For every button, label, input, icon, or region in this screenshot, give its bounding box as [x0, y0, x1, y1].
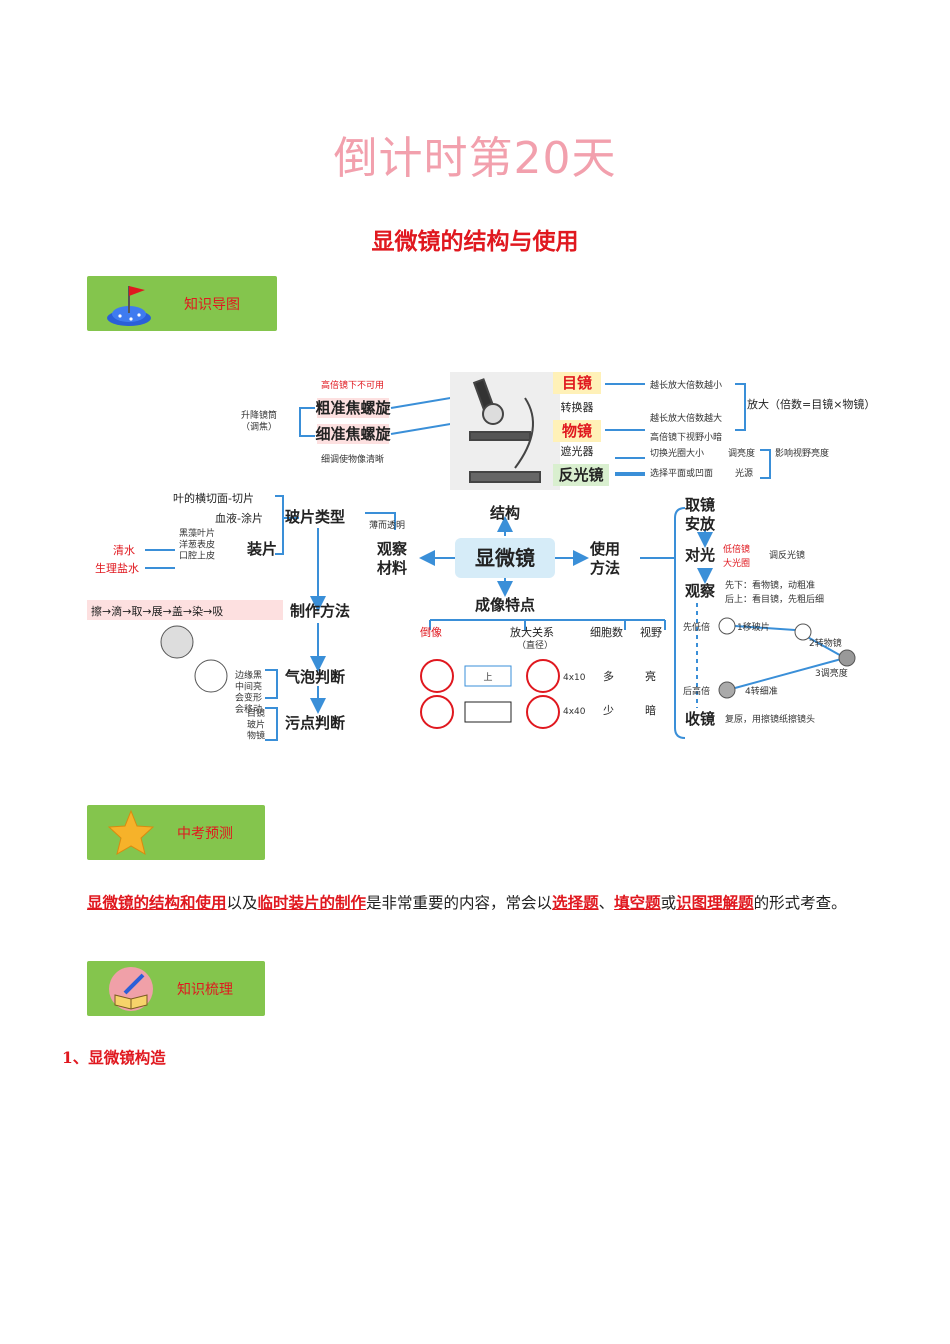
- mm-imaging: 成像特点: [475, 596, 535, 614]
- mm-store-note: 复原，用擦镜纸擦镜头: [725, 713, 815, 725]
- mm-material: 观察材料: [377, 540, 408, 577]
- mm-bubble-note: 边缘黑中间亮会变形会移动: [235, 669, 262, 715]
- mm-fine: 细准焦螺旋: [315, 425, 391, 443]
- mm-bright: 亮: [645, 669, 656, 683]
- mm-saline: 生理盐水: [95, 561, 139, 575]
- para-text: 的形式考查。: [753, 894, 847, 912]
- hl-fill: 填空题: [614, 893, 661, 912]
- para-text: 或: [660, 894, 677, 912]
- mm-m10: 4x10: [563, 673, 586, 683]
- mm-mirror: 反光镜: [558, 466, 603, 484]
- mm-obj-note: 越长放大倍数越大: [650, 412, 722, 424]
- mm-obs1: 先下：看物镜，动粗准: [725, 579, 815, 591]
- mm-light: 光源: [735, 467, 753, 479]
- section-forecast-label: 中考预测: [177, 825, 233, 842]
- mm-few: 少: [603, 704, 614, 717]
- mm-view: 视野: [640, 625, 662, 639]
- section-forecast-banner: 中考预测: [87, 805, 265, 860]
- mm-high-power-note: 高倍镜下不可用: [321, 379, 384, 391]
- mm-mount: 装片: [246, 540, 277, 558]
- mm-store: 收镜: [685, 710, 715, 728]
- mm-big: 大光圈: [723, 557, 750, 569]
- mm-bubble: 气泡判断: [284, 668, 345, 686]
- mm-magnify: 放大（倍数=目镜×物镜）: [747, 397, 875, 411]
- para-text: 、: [598, 894, 615, 912]
- section-map-banner: 知识导图: [87, 276, 277, 331]
- mm-observe: 观察: [685, 582, 716, 600]
- mm-thin: 薄而透明: [369, 519, 405, 531]
- mm-diaphragm: 遮光器: [561, 444, 594, 458]
- countdown-title: 倒计时第20天: [333, 133, 617, 184]
- para-text: 是非常重要的内容，常会以: [366, 894, 553, 912]
- mm-move-slide: 1移玻片: [737, 621, 770, 633]
- mm-magrel-note: （直径）: [517, 639, 553, 651]
- flag-icon: [107, 286, 151, 326]
- mm-section-slice: 叶的横切面-切片: [173, 491, 254, 505]
- mm-switch-aperture: 切换光圈大小: [650, 447, 704, 459]
- mm-fine-adj: 4转细准: [745, 685, 778, 697]
- mm-cellcount: 细胞数: [590, 626, 623, 639]
- mm-dirt: 污点判断: [285, 714, 345, 732]
- star-icon: [107, 809, 155, 856]
- mm-low: 低倍镜: [723, 543, 750, 555]
- mm-obs2: 后上：看目镜，先粗后细: [725, 593, 824, 605]
- mm-up: 上: [483, 672, 492, 683]
- hl-temp-mount: 临时装片的制作: [257, 893, 367, 912]
- mm-adjust-light: 3调亮度: [815, 667, 848, 679]
- section-review-banner: 知识梳理: [87, 961, 265, 1016]
- mm-m40: 4x40: [563, 707, 586, 717]
- mm-eye-note: 越长放大倍数越小: [650, 379, 722, 391]
- mm-smear: 血液-涂片: [215, 511, 263, 525]
- mm-align: 对光: [685, 546, 715, 564]
- hl-figure: 识图理解题: [676, 893, 754, 912]
- mm-eyepiece: 目镜: [562, 374, 592, 392]
- section-map-label: 知识导图: [184, 296, 240, 313]
- para-text: 以及: [226, 894, 258, 912]
- mm-make: 制作方法: [290, 602, 350, 620]
- mm-turn-obj: 2转物镜: [809, 637, 842, 649]
- mm-usage: 使用方法: [589, 540, 620, 577]
- hl-choice: 选择题: [552, 893, 599, 912]
- mm-dirt-items: 目镜玻片物镜: [247, 707, 265, 742]
- mm-mirror-note: 选择平面或凹面: [650, 467, 713, 479]
- heading-structure: 1、显微镜构造: [62, 1048, 166, 1067]
- mm-affect: 影响视野亮度: [775, 447, 829, 459]
- mm-clear-note: 细调使物像清晰: [321, 453, 384, 465]
- mm-adjust-bright: 调亮度: [728, 447, 755, 459]
- book-pen-icon: [109, 967, 153, 1011]
- mm-slide-type: 玻片类型: [285, 508, 345, 526]
- mm-center: 显微镜: [475, 546, 535, 570]
- mm-objective: 物镜: [562, 422, 592, 440]
- hl-structure-usage: 显微镜的结构和使用: [87, 893, 227, 912]
- mm-dark: 暗: [645, 703, 656, 717]
- mindmap-figure: 目镜 转换器 物镜 遮光器 反光镜 越长放大倍数越小 越长放大倍数越大 放大（倍…: [87, 372, 875, 742]
- mm-then-high: 后高倍: [683, 685, 710, 697]
- mm-converter: 转换器: [561, 400, 594, 414]
- main-title: 显微镜的结构与使用: [371, 228, 579, 255]
- section-review-label: 知识梳理: [177, 981, 233, 998]
- mm-many: 多: [603, 669, 614, 683]
- mm-mount-items: 黑藻叶片洋葱表皮口腔上皮: [179, 527, 215, 562]
- mm-invert: 倒像: [420, 626, 442, 639]
- mm-coarse: 粗准焦螺旋: [315, 399, 391, 417]
- mm-take: 取镜安放: [685, 496, 716, 533]
- mm-water: 清水: [113, 544, 135, 557]
- mm-lift-note: 升降镜筒（调焦）: [241, 409, 277, 432]
- mm-high-view: 高倍镜下视野小暗: [650, 431, 722, 443]
- mm-adjust-mirror: 调反光镜: [769, 549, 805, 561]
- mm-magrel: 放大关系: [510, 625, 554, 639]
- mm-first-low: 先低倍: [683, 621, 710, 633]
- mm-steps: 擦→滴→取→展→盖→染→吸: [91, 604, 223, 618]
- mm-structure: 结构: [490, 504, 520, 522]
- forecast-paragraph: 显微镜的结构和使用以及临时装片的制作是非常重要的内容，常会以选择题、填空题或识图…: [87, 888, 867, 918]
